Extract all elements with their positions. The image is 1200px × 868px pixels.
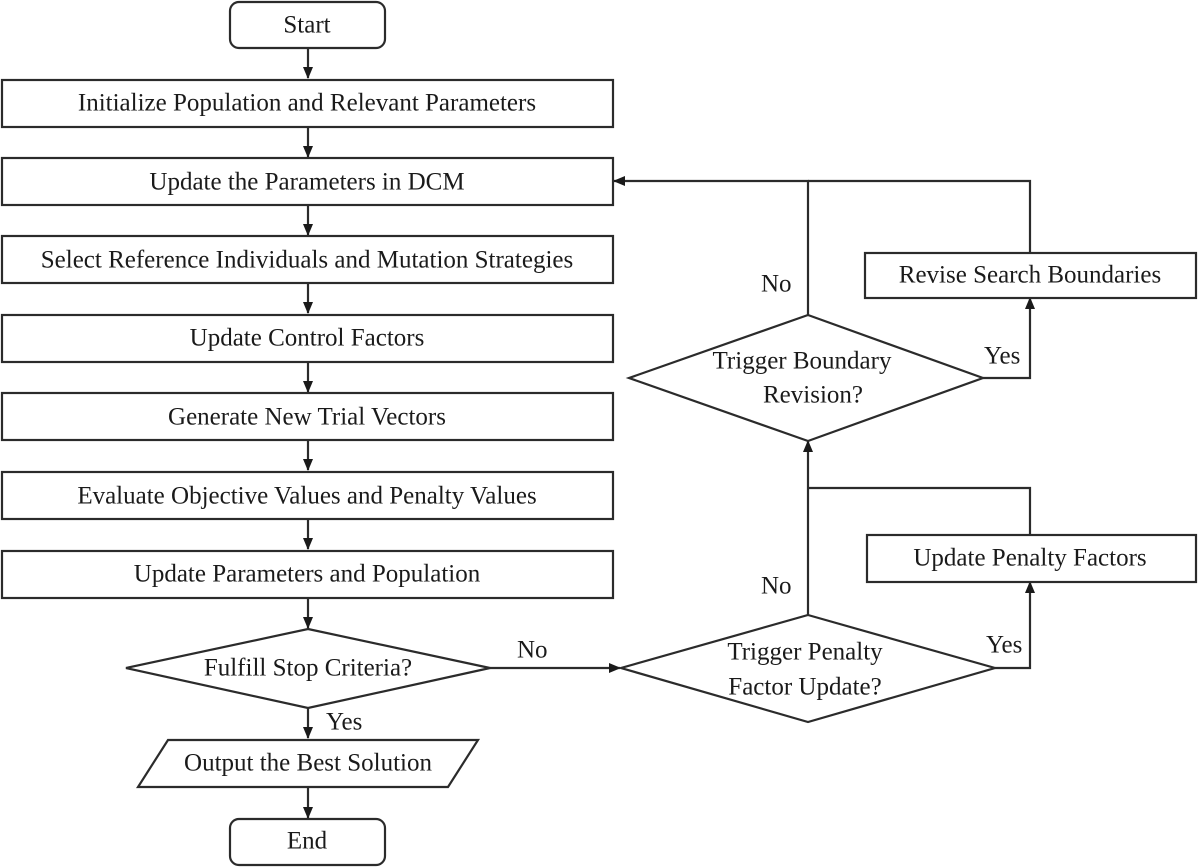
end-label: End	[287, 828, 328, 855]
boundary-no-label: No	[761, 271, 792, 298]
generate-trial-label: Generate New Trial Vectors	[168, 404, 446, 431]
penalty-decision-line2: Factor Update?	[728, 674, 881, 701]
update-penalty-label: Update Penalty Factors	[913, 545, 1146, 572]
evaluate-label: Evaluate Objective Values and Penalty Va…	[77, 483, 536, 510]
boundary-decision-line2: Revision?	[763, 382, 863, 409]
select-ref-label: Select Reference Individuals and Mutatio…	[41, 247, 573, 274]
edge-boundary-no-to-dcm	[613, 176, 810, 315]
edge-revise-to-junction	[808, 179, 1032, 253]
update-dcm-label: Update the Parameters in DCM	[149, 169, 464, 196]
revise-boundaries-process: Revise Search Boundaries	[863, 251, 1198, 300]
update-params-pop-label: Update Parameters and Population	[134, 561, 481, 588]
output-best-label: Output the Best Solution	[184, 750, 432, 777]
update-penalty-process: Update Penalty Factors	[865, 533, 1198, 584]
update-control-process: Update Control Factors	[0, 313, 615, 364]
init-process: Initialize Population and Relevant Param…	[0, 78, 615, 129]
revise-boundaries-label: Revise Search Boundaries	[899, 262, 1161, 289]
edge-labels: Yes No Yes No Yes No	[326, 271, 1022, 736]
evaluate-process: Evaluate Objective Values and Penalty Va…	[0, 470, 615, 521]
stop-criteria-decision: Fulfill Stop Criteria?	[125, 627, 491, 710]
output-best-io: Output the Best Solution	[135, 738, 481, 789]
end-node: End	[228, 817, 387, 867]
penalty-yes-label: Yes	[986, 632, 1022, 659]
penalty-decision: Trigger Penalty Factor Update?	[617, 613, 999, 724]
init-label: Initialize Population and Relevant Param…	[78, 90, 536, 117]
update-control-label: Update Control Factors	[190, 325, 425, 352]
penalty-no-label: No	[761, 573, 792, 600]
boundary-yes-label: Yes	[984, 343, 1020, 370]
generate-trial-process: Generate New Trial Vectors	[0, 391, 615, 442]
edge-update-penalty-to-junction	[808, 486, 1032, 535]
stop-criteria-label: Fulfill Stop Criteria?	[204, 655, 412, 682]
penalty-decision-line1: Trigger Penalty	[727, 639, 883, 666]
boundary-decision: Trigger Boundary Revision?	[625, 313, 987, 443]
edge-penalty-yes-to-update-penalty	[995, 581, 1035, 670]
update-dcm-process: Update the Parameters in DCM	[0, 156, 615, 207]
edge-boundary-yes-to-revise	[983, 297, 1035, 380]
boundary-decision-line1: Trigger Boundary	[713, 348, 892, 375]
update-params-pop-process: Update Parameters and Population	[0, 549, 615, 600]
start-node: Start	[228, 0, 387, 50]
stop-yes-label: Yes	[326, 709, 362, 736]
edges	[303, 48, 1035, 819]
start-label: Start	[283, 12, 330, 39]
stop-no-label: No	[517, 637, 548, 664]
select-ref-process: Select Reference Individuals and Mutatio…	[0, 234, 615, 285]
